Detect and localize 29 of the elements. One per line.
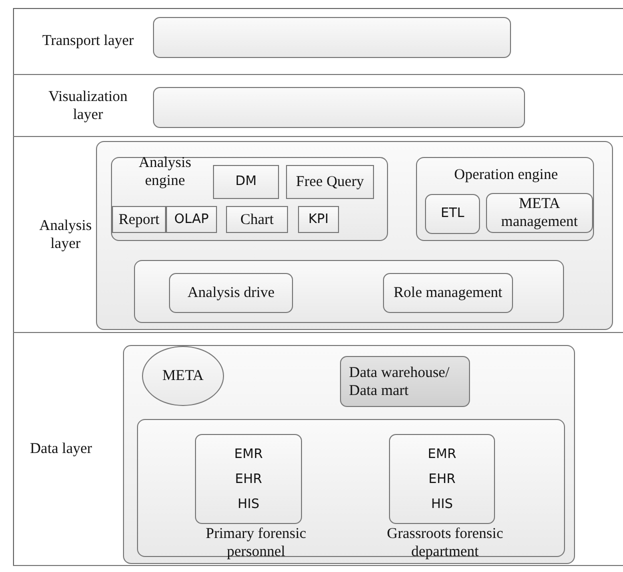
component-box — [153, 17, 511, 58]
component-box — [153, 87, 525, 128]
component-box: META management — [486, 193, 593, 233]
module-box: Chart — [226, 206, 288, 233]
layer-label: Data layer — [28, 440, 94, 458]
module-box: DM — [213, 165, 279, 199]
meta-ellipse: META — [142, 346, 224, 406]
component-box: Analysis drive — [169, 273, 293, 313]
component-box: Role management — [383, 273, 513, 313]
component-box: EMR EHR HIS — [195, 434, 302, 524]
group-panel — [96, 141, 613, 330]
layer-label: Transport layer — [41, 32, 135, 50]
group-panel — [134, 260, 564, 323]
module-box: OLAP — [166, 206, 217, 233]
group-panel — [111, 157, 388, 241]
group-title: Analysis engine — [138, 154, 192, 190]
node-caption: Grassroots forensic department — [386, 525, 504, 561]
component-box: ETL — [425, 194, 480, 234]
node-caption: Primary forensic personnel — [204, 525, 308, 561]
group-title: Operation engine — [453, 166, 559, 184]
layer-label: Visualization layer — [47, 88, 129, 124]
component-box: EMR EHR HIS — [389, 434, 495, 524]
module-box: Report — [112, 206, 166, 233]
group-panel — [416, 157, 594, 241]
module-box: KPI — [298, 206, 339, 233]
data-warehouse-box: Data warehouse/ Data mart — [340, 356, 470, 407]
layer-label: Analysis layer — [38, 216, 93, 252]
group-panel — [123, 345, 575, 564]
module-box: Free Query — [286, 165, 374, 199]
